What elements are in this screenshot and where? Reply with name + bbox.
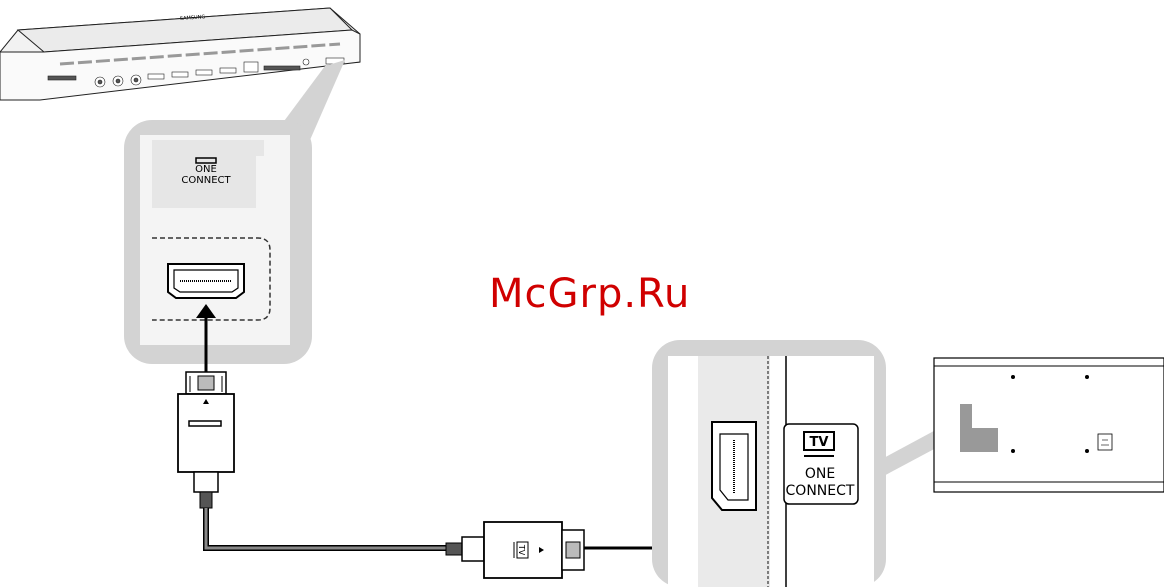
- port-label-connect: CONNECT: [181, 175, 231, 186]
- one-connect-box: SAMSUNG: [0, 8, 360, 100]
- tv-badge-text: TV: [810, 435, 829, 450]
- cable-plug-box-end: [178, 372, 234, 508]
- tv-label-one: ONE: [805, 466, 835, 482]
- tv-plug-label: TV: [517, 544, 526, 556]
- tv-back-panel: [934, 358, 1164, 492]
- one-connect-cable: [206, 508, 448, 548]
- port-label-one: ONE: [195, 164, 217, 175]
- tv-label-sticker-icon: [1098, 434, 1112, 450]
- watermark: McGrp.Ru: [489, 271, 690, 317]
- one-connect-port-icon: [168, 264, 244, 298]
- tv-label-connect: CONNECT: [786, 483, 855, 499]
- tv-one-connect-port-icon: [712, 422, 756, 510]
- zoom-panel-box-port: ONE CONNECT: [124, 120, 312, 364]
- cable-plug-tv-end: TV: [446, 522, 680, 578]
- zoom-panel-tv-port: TV ONE CONNECT: [652, 340, 886, 587]
